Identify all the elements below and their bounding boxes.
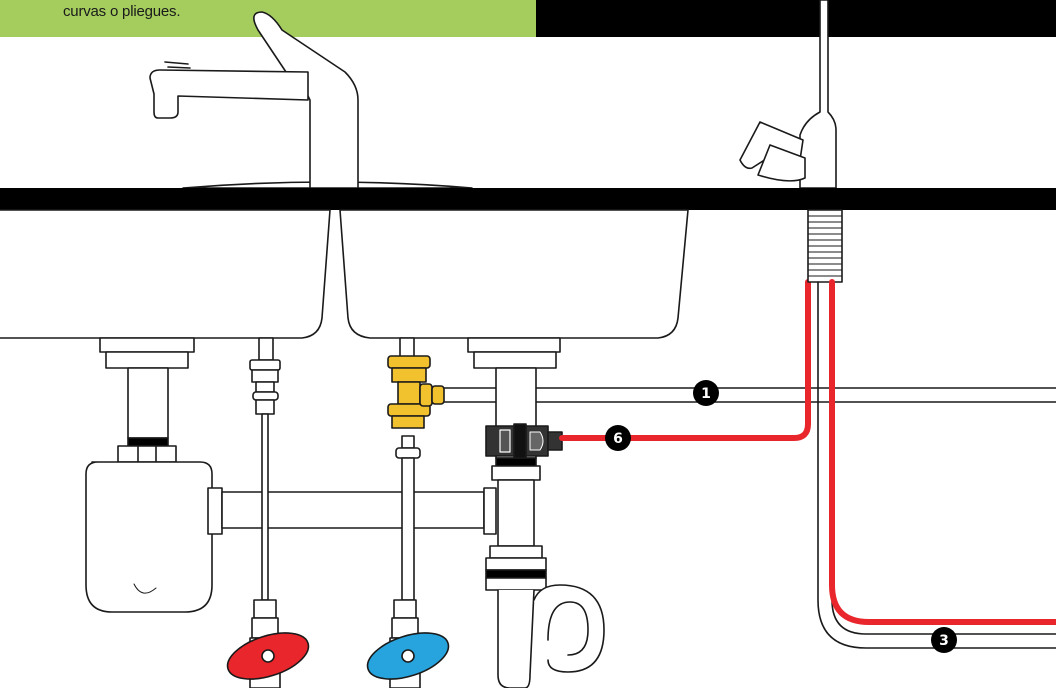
callout-3: 3 — [931, 627, 957, 653]
drain-tubing — [559, 279, 811, 441]
product-water-tubing — [817, 281, 1056, 649]
callout-3-label: 3 — [939, 633, 949, 649]
sink-basins — [0, 209, 689, 339]
garbage-disposer — [85, 337, 213, 613]
feed-water-tubing — [443, 387, 1056, 403]
instruction-text: curvas o pliegues. — [63, 3, 181, 20]
drain-saddle — [485, 423, 563, 459]
drain-tubing-to-unit — [829, 279, 1056, 625]
callout-6-label: 6 — [613, 431, 623, 447]
hot-valve-handle-icon[interactable] — [222, 624, 314, 688]
cold-valve-handle-icon[interactable] — [362, 624, 454, 688]
drain-branch-pipe — [207, 487, 497, 535]
header-bar — [536, 0, 1056, 37]
ro-faucet-shank — [807, 209, 843, 283]
callout-6: 6 — [605, 425, 631, 451]
sink-drain-tailpiece — [467, 337, 605, 688]
ro-faucet-icon — [739, 0, 837, 189]
callout-1-label: 1 — [701, 386, 711, 402]
kitchen-faucet-icon — [149, 11, 473, 189]
feed-water-valve — [387, 355, 445, 429]
callout-1: 1 — [693, 380, 719, 406]
countertop — [0, 188, 1056, 210]
